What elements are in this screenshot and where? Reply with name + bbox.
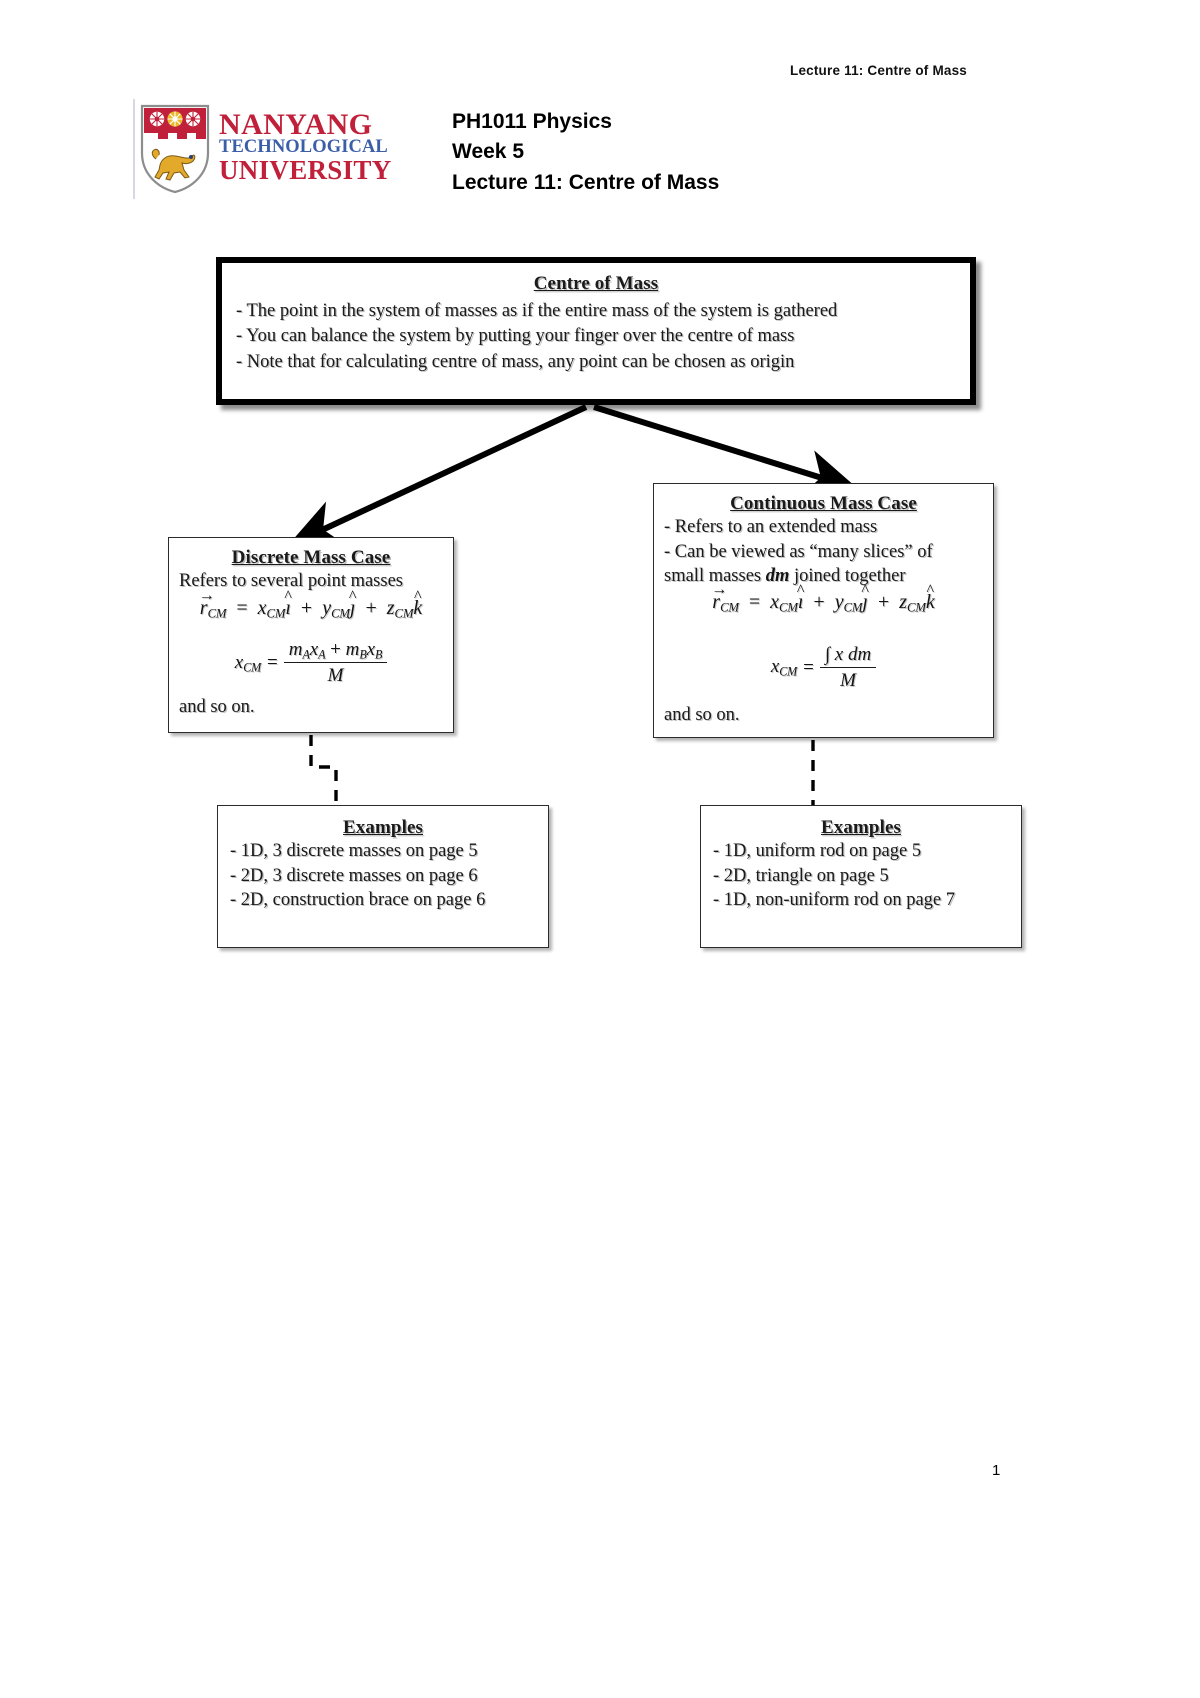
continuous-xcm-denominator: M xyxy=(840,669,856,691)
examples-right-title: Examples xyxy=(821,817,901,838)
continuous-mass-case-box: Continuous Mass Case - Refers to an exte… xyxy=(653,483,994,738)
examples-left-item-2: - 2D, 3 discrete masses on page 6 xyxy=(230,865,478,886)
logo-line-2: TECHNOLOGICAL xyxy=(219,137,388,158)
title-line-week: Week 5 xyxy=(452,140,524,164)
examples-right-item-3: - 1D, non-uniform rod on page 7 xyxy=(713,890,955,911)
centre-of-mass-box: Centre of Mass - The point in the system… xyxy=(216,257,976,405)
discrete-xcm-formula: xCM = mAxA + mBxB M xyxy=(179,638,443,689)
examples-continuous-box: Examples - 1D, uniform rod on page 5 - 2… xyxy=(700,805,1022,948)
examples-left-item-1: - 1D, 3 discrete masses on page 5 xyxy=(230,841,478,861)
continuous-bullet-2: - Can be viewed as “many slices” of xyxy=(664,541,933,562)
continuous-xcm-formula: xCM = ∫ x dm M xyxy=(664,643,983,692)
title-line-lecture: Lecture 11: Centre of Mass xyxy=(452,170,720,194)
continuous-xcm-numerator: ∫ x dm xyxy=(819,643,877,668)
examples-right-item-1: - 1D, uniform rod on page 5 xyxy=(713,841,922,861)
examples-left-title: Examples xyxy=(343,817,423,838)
continuous-footer: and so on. xyxy=(664,704,740,725)
examples-discrete-box: Examples - 1D, 3 discrete masses on page… xyxy=(217,805,549,948)
examples-left-item-3: - 2D, construction brace on page 6 xyxy=(230,890,486,911)
continuous-bullet-1: - Refers to an extended mass xyxy=(664,517,878,537)
page-number: 1 xyxy=(992,1462,1001,1479)
dashed-connector-left xyxy=(309,735,338,805)
continuous-title: Continuous Mass Case xyxy=(730,493,917,514)
centre-of-mass-bullet-1: - The point in the system of masses as i… xyxy=(236,301,838,321)
discrete-xcm-denominator: M xyxy=(327,665,344,687)
ntu-logo: NANYANG TECHNOLOGICAL UNIVERSITY xyxy=(133,99,418,199)
logo-line-1: NANYANG xyxy=(219,108,373,142)
centre-of-mass-bullet-3: - Note that for calculating centre of ma… xyxy=(236,351,795,372)
discrete-title: Discrete Mass Case xyxy=(231,547,391,568)
discrete-vector-formula: →rCM = xCMı^ + yCMȷ^ + zCMk^ xyxy=(198,586,423,621)
centre-of-mass-bullet-2: - You can balance the system by putting … xyxy=(236,326,795,347)
arrow-to-discrete xyxy=(287,404,588,547)
logo-line-3: UNIVERSITY xyxy=(219,155,392,186)
discrete-mass-case-box: Discrete Mass Case Refers to several poi… xyxy=(168,537,454,733)
continuous-vector-formula: →rCM = xCMı^ + yCMȷ^ + zCMk^ xyxy=(711,580,935,615)
centre-of-mass-title: Centre of Mass xyxy=(533,273,659,294)
discrete-xcm-numerator: mAxA + mBxB xyxy=(283,638,388,664)
discrete-intro: Refers to several point masses xyxy=(179,571,403,591)
discrete-footer: and so on. xyxy=(179,696,255,717)
page-title: PH1011 Physics Week 5 Lecture 11: Centre… xyxy=(452,107,719,198)
title-line-course: PH1011 Physics xyxy=(452,110,612,133)
running-head: Lecture 11: Centre of Mass xyxy=(790,63,968,78)
ntu-crest-icon xyxy=(139,103,211,195)
examples-right-item-2: - 2D, triangle on page 5 xyxy=(713,865,889,886)
continuous-bullet-3: small masses dm joined together xyxy=(664,566,906,587)
arrow-to-continuous xyxy=(593,404,859,497)
